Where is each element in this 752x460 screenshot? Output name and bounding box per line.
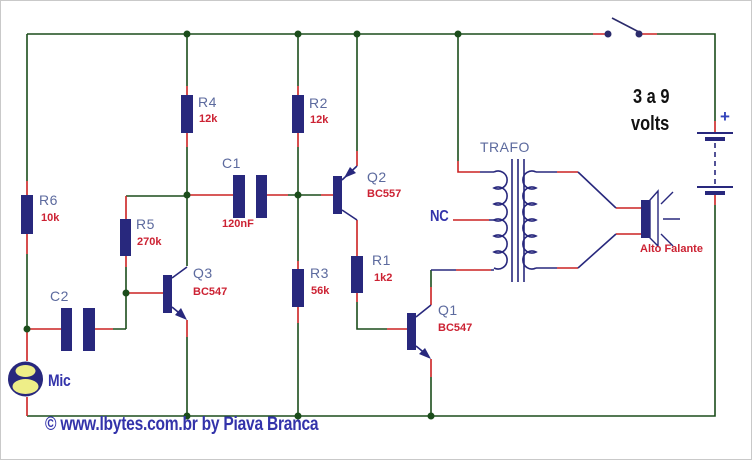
mic-label: Mic: [48, 371, 71, 390]
microphone-symbol: [8, 361, 43, 397]
transistor-q1-symbol: [407, 304, 432, 359]
resistor-symbols: [21, 95, 363, 307]
battery-voltage-line2: volts: [631, 113, 670, 135]
c1-label: C1: [222, 155, 241, 171]
q1-label: Q1: [438, 302, 458, 318]
capacitor-c1-plate: [233, 175, 245, 218]
transformer-symbol: [431, 159, 617, 282]
transistor-q2-symbol: [333, 165, 358, 221]
q1-value: BC547: [438, 322, 473, 334]
r4-value: 12k: [199, 113, 218, 125]
c2-label: C2: [50, 288, 69, 304]
resistor-r2-body: [292, 95, 304, 133]
r5-label: R5: [136, 216, 155, 232]
r3-label: R3: [310, 265, 329, 281]
q2-label: Q2: [367, 169, 387, 185]
nc-label: NC: [430, 208, 449, 225]
switch-symbol: [604, 17, 643, 38]
junction-dots: [23, 30, 462, 420]
r1-value: 1k2: [374, 272, 393, 284]
wires-red-leads: [26, 33, 716, 416]
transistor-q3-symbol: [163, 266, 188, 320]
q3-value: BC547: [193, 286, 228, 298]
r2-label: R2: [309, 95, 328, 111]
speaker-sound-waves: [660, 191, 680, 247]
q3-label: Q3: [193, 265, 213, 281]
transformer-secondary-leads: [536, 171, 617, 269]
copyright-text: © www.lbytes.com.br by Piava Branca: [45, 414, 319, 435]
speaker-symbol: [641, 189, 680, 248]
battery-voltage-line1: 3 a 9: [633, 86, 670, 108]
r4-label: R4: [198, 94, 217, 110]
resistor-r5-body: [120, 219, 131, 256]
transformer-label: TRAFO: [480, 139, 530, 155]
battery-symbol: [697, 132, 733, 195]
resistor-r4-body: [181, 95, 193, 133]
resistor-r6-body: [21, 195, 33, 234]
capacitor-c1-plate: [256, 175, 267, 218]
resistor-r1-body: [351, 256, 363, 293]
resistor-r3-body: [292, 269, 304, 307]
transformer-core: [511, 159, 525, 282]
transformer-primary-winding: [492, 170, 508, 270]
r6-value: 10k: [41, 212, 60, 224]
capacitor-c2-plate: [83, 308, 95, 351]
transformer-primary-leads: [431, 171, 494, 271]
capacitor-symbols: [61, 175, 267, 351]
battery-plus-sign: +: [720, 107, 730, 126]
transformer-secondary-winding: [522, 170, 538, 270]
wires-green: [26, 33, 716, 417]
c1-value: 120nF: [222, 218, 254, 230]
r2-value: 12k: [310, 114, 329, 126]
r6-label: R6: [39, 192, 58, 208]
r1-label: R1: [372, 252, 391, 268]
r5-value: 270k: [137, 236, 162, 248]
r3-value: 56k: [311, 285, 330, 297]
q2-value: BC557: [367, 188, 402, 200]
speaker-label: Alto Falante: [640, 243, 703, 255]
capacitor-c2-plate: [61, 308, 72, 351]
